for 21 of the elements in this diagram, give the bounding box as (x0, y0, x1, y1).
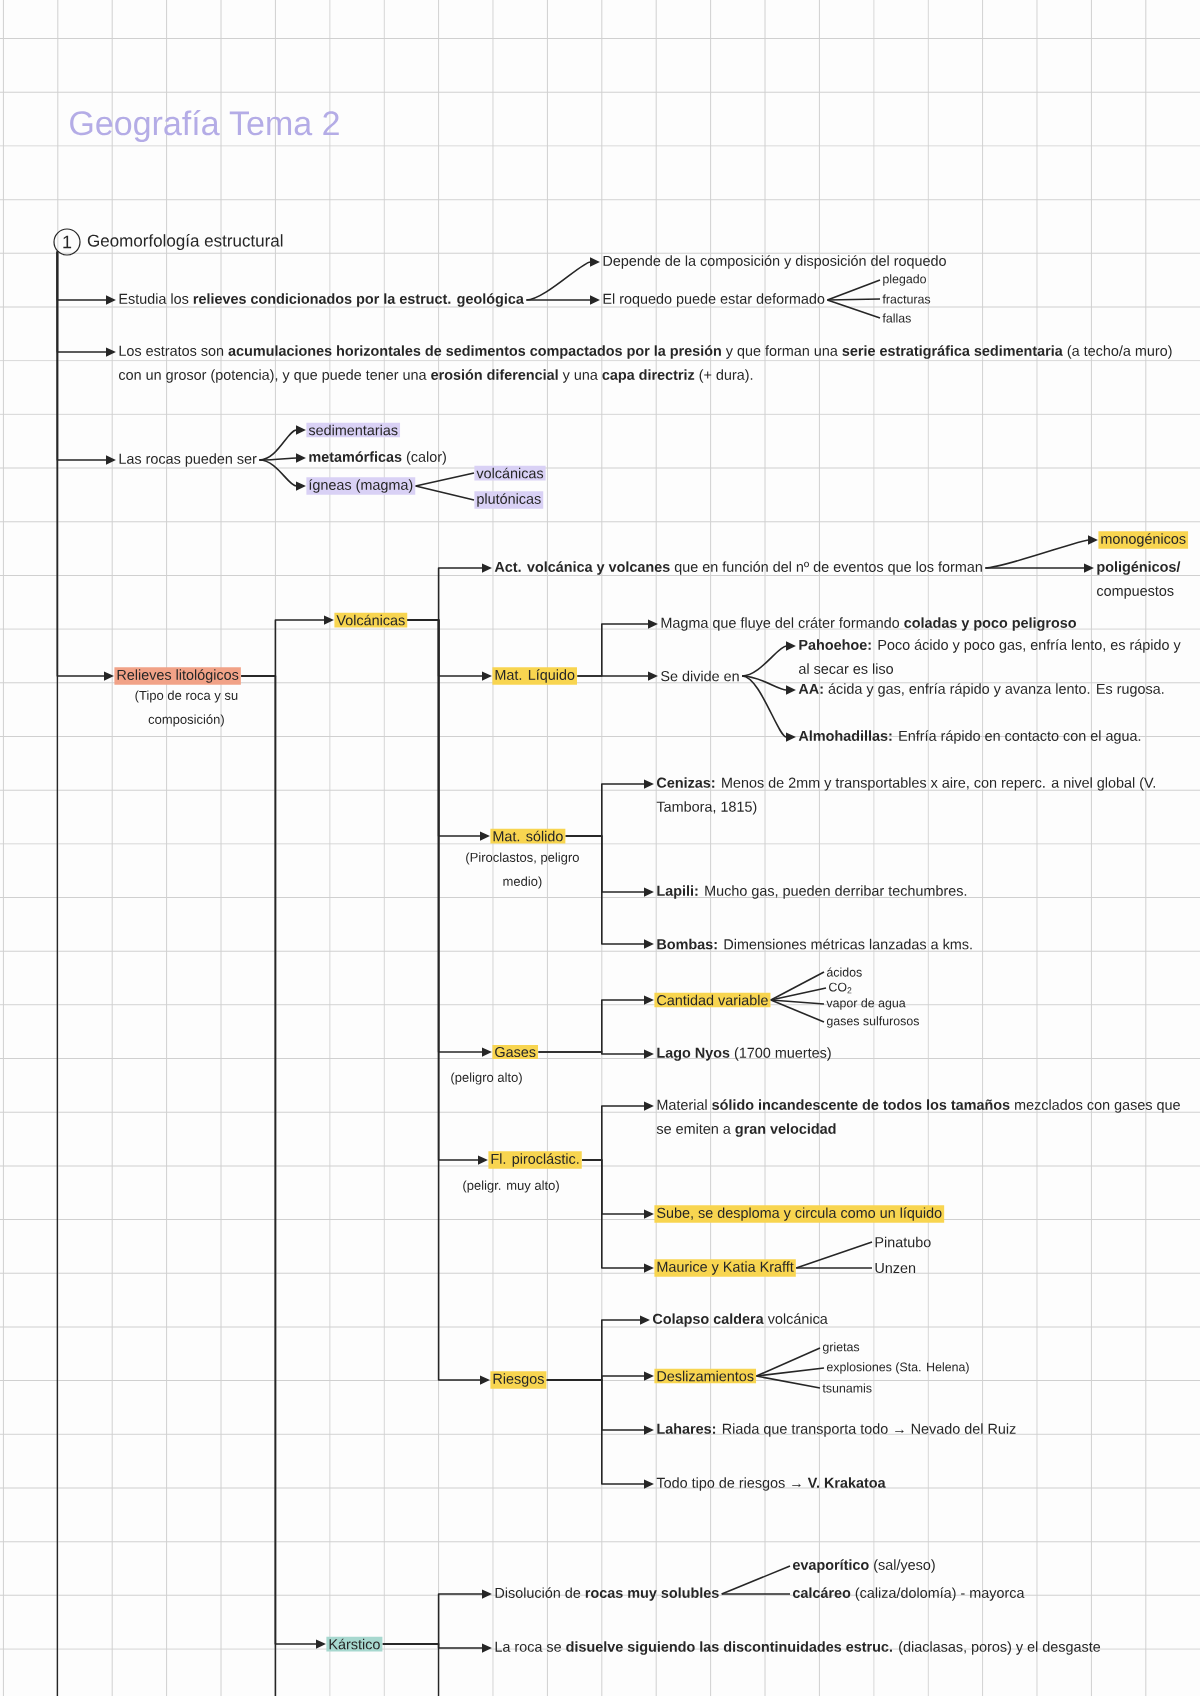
branch-line (770, 987, 827, 1001)
branch-line (414, 485, 475, 501)
branch-line (414, 472, 475, 487)
branch-line (720, 1565, 791, 1595)
branch-line (795, 1241, 873, 1269)
branch-line (770, 971, 825, 1001)
trunk-line (382, 1643, 440, 1696)
branch-line (770, 999, 825, 1005)
page-title: Geografía Tema 2 (70, 109, 339, 143)
branch-line (755, 1347, 821, 1377)
heading-text: Geomorfología estructural (87, 234, 283, 250)
trunk-line (56, 250, 59, 1696)
branch-line (770, 999, 825, 1023)
branch-line (826, 299, 881, 319)
branch-line (826, 279, 881, 301)
trunk-line (240, 675, 277, 1696)
branch-line (755, 1367, 825, 1377)
branch-line (826, 298, 881, 301)
branch-line (795, 1267, 873, 1269)
branch-line (755, 1375, 821, 1389)
branch-line (720, 1593, 791, 1595)
